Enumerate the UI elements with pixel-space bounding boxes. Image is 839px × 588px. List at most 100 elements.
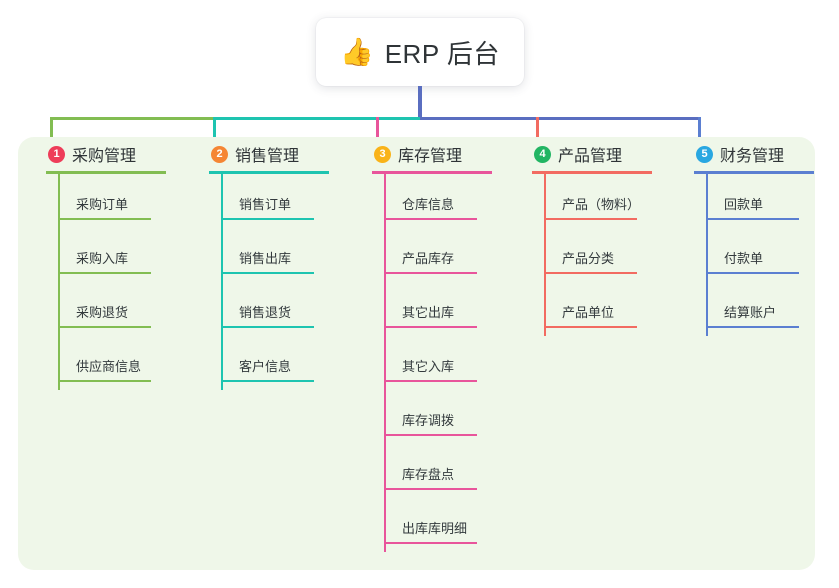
branch-number-badge: 2 [211,145,228,163]
leaf-underline [58,218,151,220]
leaf-label: 销售退货 [239,305,292,320]
branch-number-badge: 4 [534,145,551,163]
branch-header[interactable]: 5 财务管理 [690,137,839,171]
root-trunk-connector [418,86,422,119]
leaf-item[interactable]: 供应商信息 [58,340,192,394]
branch-number-badge: 3 [374,145,391,163]
leaf-label: 产品（物料） [562,197,641,212]
leaf-item[interactable]: 销售退货 [221,286,355,340]
branches-panel: 1 采购管理采购订单采购入库采购退货供应商信息 2 销售管理销售订单销售出库销售退货客… [18,137,815,570]
leaf-label: 出库库明细 [402,521,468,536]
leaf-underline [58,380,151,382]
leaf-label: 销售订单 [239,197,292,212]
leaf-item[interactable]: 库存调拨 [384,394,518,448]
leaf-label: 其它入库 [402,359,455,374]
branch-drop-connector-2 [213,117,216,141]
leaf-underline [221,326,314,328]
leaf-item[interactable]: 出库库明细 [384,502,518,556]
leaf-underline [544,218,637,220]
leaf-item[interactable]: 采购入库 [58,232,192,286]
branch-title: 产品管理 [558,148,623,165]
bus-segment-3 [420,117,701,120]
leaf-item[interactable]: 回款单 [706,178,839,232]
leaf-item[interactable]: 付款单 [706,232,839,286]
branch-items: 采购订单采购入库采购退货供应商信息 [58,174,192,394]
leaf-item[interactable]: 产品库存 [384,232,518,286]
leaf-underline [706,218,799,220]
leaf-label: 其它出库 [402,305,455,320]
branch-underline [372,171,492,174]
branch-underline [694,171,814,174]
leaf-label: 采购订单 [76,197,129,212]
leaf-label: 采购退货 [76,305,129,320]
leaf-item[interactable]: 其它出库 [384,286,518,340]
branch-spine [384,174,386,552]
leaf-label: 库存调拨 [402,413,455,428]
leaf-underline [221,218,314,220]
branch-column-4[interactable]: 4 产品管理产品（物料） 产品分类产品单位 [528,137,678,340]
branch-items: 仓库信息产品库存其它出库其它入库库存调拨库存盘点出库库明细 [384,174,518,556]
leaf-item[interactable]: 采购订单 [58,178,192,232]
branch-title: 库存管理 [398,148,463,165]
leaf-underline [384,434,477,436]
branch-column-5[interactable]: 5 财务管理回款单付款单结算账户 [690,137,839,340]
leaf-underline [544,272,637,274]
branch-column-3[interactable]: 3 库存管理仓库信息产品库存其它出库其它入库库存调拨库存盘点出库库明细 [368,137,518,556]
branch-underline [209,171,329,174]
leaf-item[interactable]: 采购退货 [58,286,192,340]
branch-header[interactable]: 1 采购管理 [42,137,192,171]
leaf-label: 产品单位 [562,305,615,320]
leaf-underline [58,326,151,328]
branch-column-1[interactable]: 1 采购管理采购订单采购入库采购退货供应商信息 [42,137,192,394]
leaf-item[interactable]: 产品单位 [544,286,678,340]
branch-column-2[interactable]: 2 销售管理销售订单销售出库销售退货客户信息 [205,137,355,394]
leaf-underline [221,380,314,382]
leaf-label: 销售出库 [239,251,292,266]
leaf-label: 结算账户 [724,305,777,320]
branch-title: 销售管理 [235,148,300,165]
leaf-underline [384,218,477,220]
leaf-underline [544,326,637,328]
leaf-label: 仓库信息 [402,197,455,212]
leaf-label: 客户信息 [239,359,292,374]
thumbs-up-icon: 👍 [340,36,374,67]
leaf-underline [706,326,799,328]
branch-drop-connector-3 [376,117,379,141]
branch-header[interactable]: 3 库存管理 [368,137,518,171]
leaf-label: 库存盘点 [402,467,455,482]
leaf-item[interactable]: 销售订单 [221,178,355,232]
branch-spine [706,174,708,336]
leaf-underline [384,488,477,490]
leaf-item[interactable]: 产品（物料） [544,178,678,232]
root-node[interactable]: 👍 ERP 后台 [316,18,524,86]
leaf-item[interactable]: 销售出库 [221,232,355,286]
leaf-underline [384,326,477,328]
branch-items: 销售订单销售出库销售退货客户信息 [221,174,355,394]
leaf-label: 供应商信息 [76,359,142,374]
branch-title: 财务管理 [720,148,785,165]
leaf-item[interactable]: 仓库信息 [384,178,518,232]
branch-items: 产品（物料） 产品分类产品单位 [544,174,678,340]
branch-header[interactable]: 4 产品管理 [528,137,678,171]
leaf-underline [706,272,799,274]
leaf-label: 采购入库 [76,251,129,266]
leaf-item[interactable]: 客户信息 [221,340,355,394]
branch-spine [544,174,546,336]
bus-segment-2 [213,117,420,120]
branch-items: 回款单付款单结算账户 [706,174,839,340]
leaf-item[interactable]: 产品分类 [544,232,678,286]
leaf-item[interactable]: 库存盘点 [384,448,518,502]
branch-underline [46,171,166,174]
branch-number-badge: 1 [48,145,65,163]
bus-segment-1 [50,117,213,120]
leaf-label: 产品分类 [562,251,615,266]
branch-spine [58,174,60,390]
leaf-underline [221,272,314,274]
leaf-item[interactable]: 结算账户 [706,286,839,340]
leaf-label: 回款单 [724,197,764,212]
branch-number-badge: 5 [696,145,713,163]
branch-header[interactable]: 2 销售管理 [205,137,355,171]
branch-title: 采购管理 [72,148,137,165]
leaf-item[interactable]: 其它入库 [384,340,518,394]
